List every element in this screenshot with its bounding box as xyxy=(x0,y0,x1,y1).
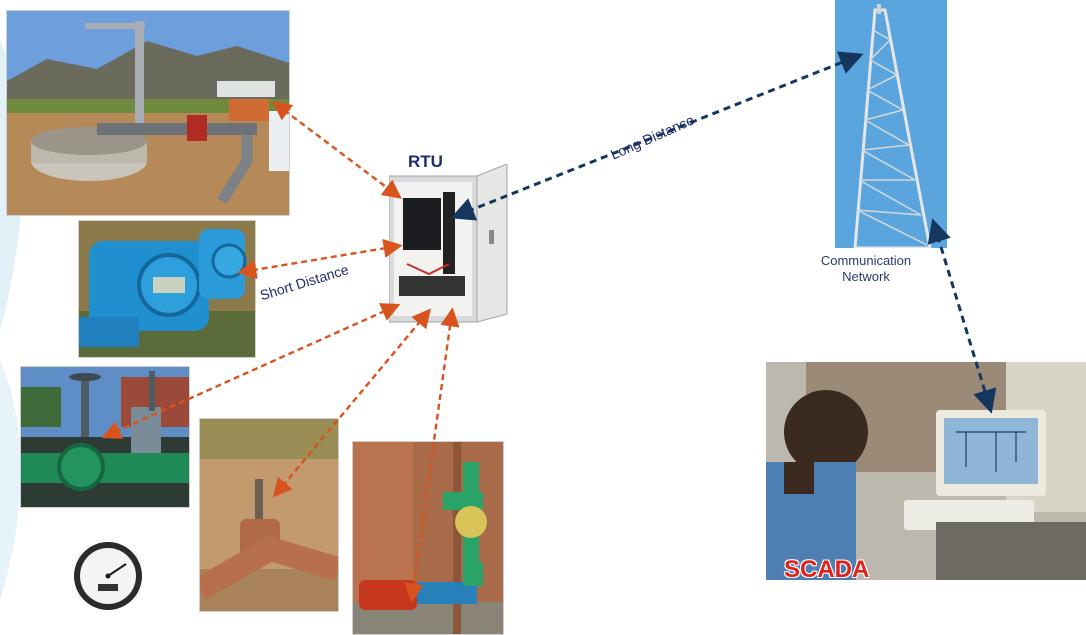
borehole-photo xyxy=(6,10,290,216)
flow-meter-photo xyxy=(78,220,256,358)
pressure-gauge-photo xyxy=(64,540,152,612)
scada-operator-photo xyxy=(766,362,1086,580)
pump-photo xyxy=(352,441,504,635)
radio-tower-photo xyxy=(835,0,947,248)
communication-network-label: Communication Network xyxy=(806,253,926,285)
valve-photo xyxy=(20,366,190,508)
comm-label-line1: Communication xyxy=(820,253,912,268)
rtu-label: RTU xyxy=(408,152,443,171)
rtu-cabinet-photo xyxy=(389,164,509,324)
comm-label-line2: Network xyxy=(842,269,890,284)
scada-label: SCADA xyxy=(784,556,870,583)
soil-sensor-photo xyxy=(199,418,339,612)
